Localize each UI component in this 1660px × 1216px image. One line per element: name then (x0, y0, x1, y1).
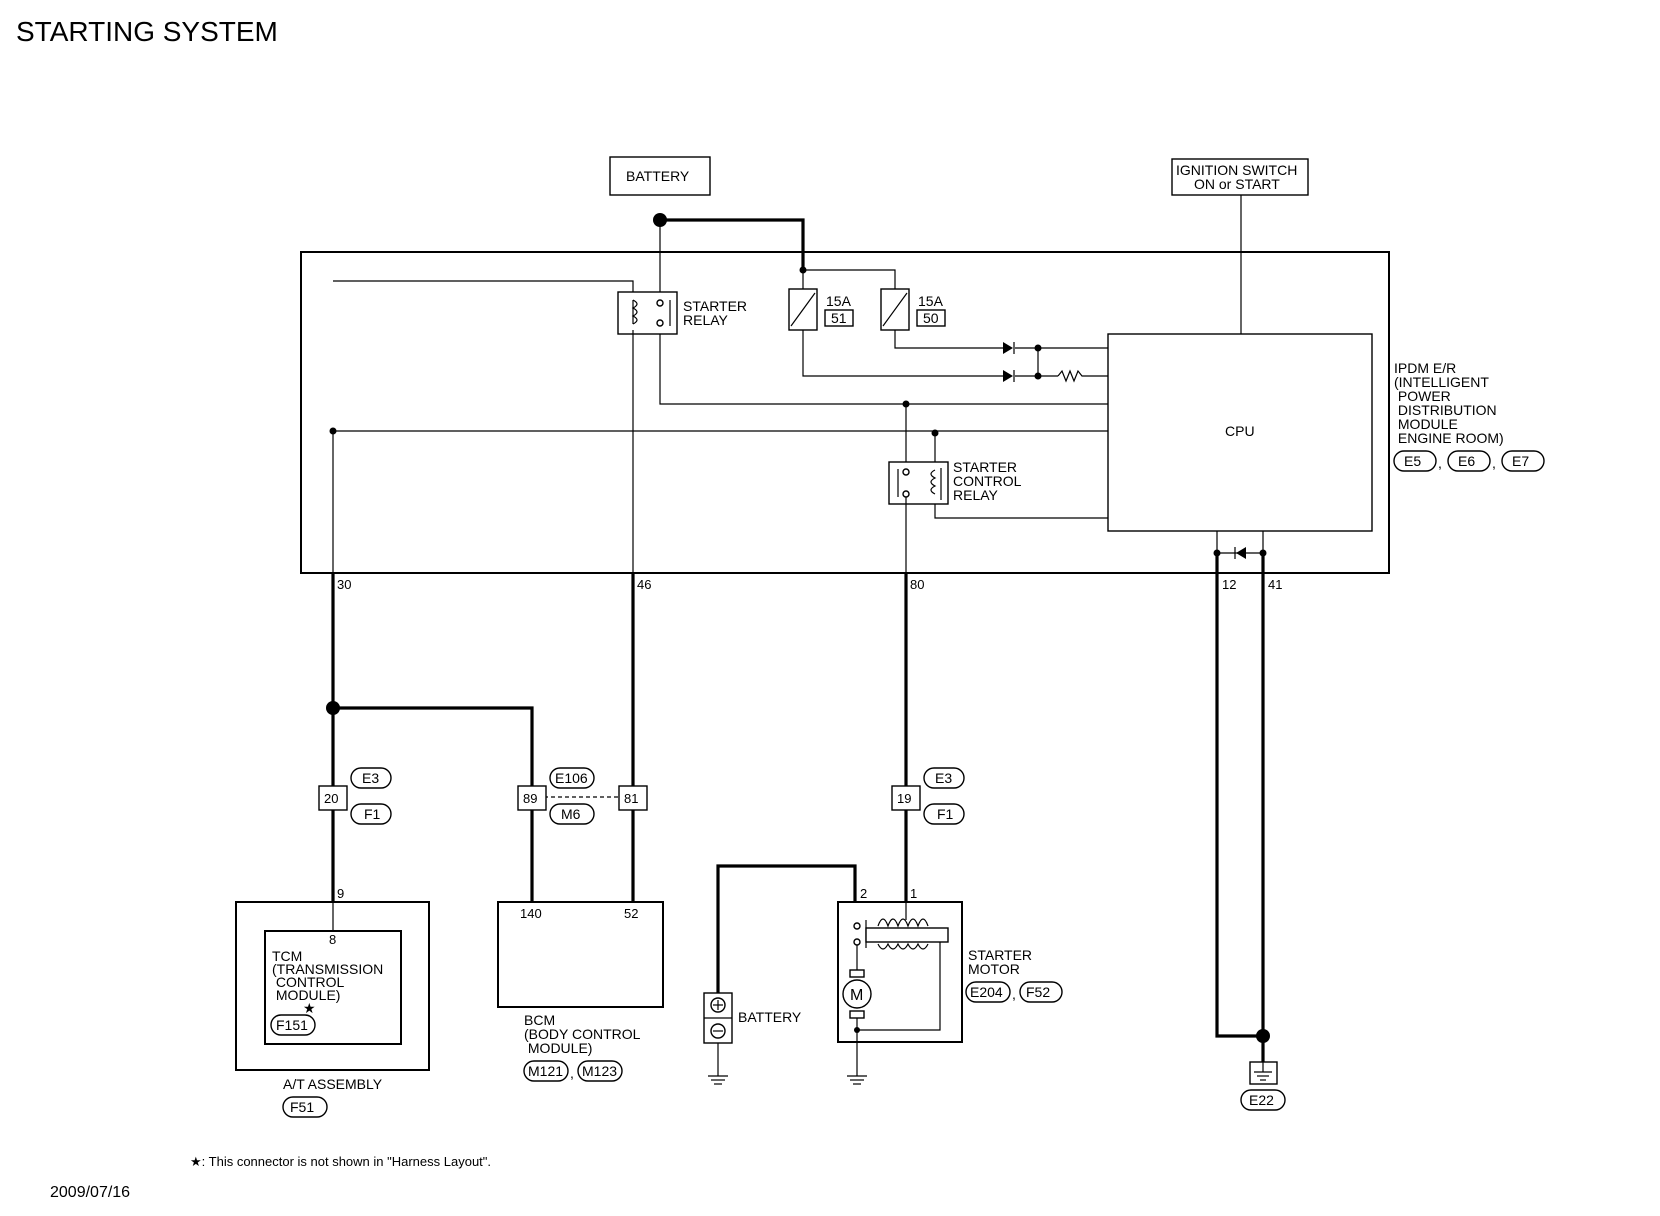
bcm-label: MODULE) (524, 1040, 592, 1056)
fuse-rating: 15A (826, 293, 852, 309)
ipdm-label-line: (INTELLIGENT (1394, 374, 1489, 390)
battery-top-box: BATTERY (609, 156, 711, 196)
starter-motor-label: MOTOR (968, 961, 1020, 977)
starter-relay-label: RELAY (683, 312, 729, 328)
footnote: ★: This connector is not shown in "Harne… (190, 1154, 491, 1169)
starter-control-relay-label: CONTROL (953, 473, 1022, 489)
ipdm-pin-label: 80 (910, 577, 924, 592)
cpu-box: CPU (1107, 333, 1373, 532)
diode-symbol (1003, 342, 1015, 354)
connector-label: M123 (582, 1063, 617, 1079)
connector-label: E3 (362, 770, 379, 786)
connector-label: F51 (290, 1099, 314, 1115)
connector-label: M121 (528, 1063, 563, 1079)
connector-label: E5 (1404, 453, 1421, 469)
connector-label: F52 (1026, 984, 1050, 1000)
diode-symbol (1003, 370, 1015, 382)
connector-label: M6 (561, 806, 581, 822)
bcm-label: (BODY CONTROL (524, 1026, 641, 1042)
connector-label: E3 (935, 770, 952, 786)
connector-label: F151 (276, 1017, 308, 1033)
bcm: 140 52 BCM (BODY CONTROL MODULE) M121 , … (497, 901, 664, 1082)
fuse-number: 51 (831, 310, 847, 326)
connector-label: E204 (970, 984, 1003, 1000)
ipdm-label-line: MODULE (1394, 416, 1458, 432)
battery-bottom: BATTERY (703, 992, 802, 1085)
starter-control-relay-label: RELAY (953, 487, 999, 503)
connector-label: E106 (555, 770, 588, 786)
fuse-50: 15A 50 (880, 288, 946, 331)
fuse-51: 15A 51 (788, 288, 854, 331)
ignition-switch-box: IGNITION SWITCH ON or START (1171, 158, 1309, 196)
battery-bottom-label: BATTERY (738, 1009, 802, 1025)
connector-e3-f1-left: 20 E3 F1 (318, 767, 392, 825)
ipdm-internal-wiring (333, 195, 1264, 554)
ipdm-label: IPDM E/R (INTELLIGENT POWER DISTRIBUTION… (1394, 360, 1504, 446)
fuse-rating: 15A (918, 293, 944, 309)
connector-e106-m6: 89 81 E106 M6 (517, 767, 648, 825)
starter-control-relay: STARTER CONTROL RELAY (888, 459, 1022, 505)
tcm-label: CONTROL (272, 974, 345, 990)
connector-label: E7 (1512, 453, 1529, 469)
junction-dots (326, 213, 1270, 1043)
harness-wiring (331, 330, 1265, 1062)
starter-relay: STARTER RELAY (617, 291, 747, 335)
ipdm-pin-label: 12 (1222, 577, 1236, 592)
star-icon: ★ (303, 1000, 316, 1016)
ipdm-label-line: POWER (1394, 388, 1451, 404)
tcm-label: TCM (272, 948, 302, 964)
bcm-label: BCM (524, 1012, 555, 1028)
ipdm-pin-label: 30 (337, 577, 351, 592)
ipdm-connectors: E5 , E6 , E7 (1393, 450, 1545, 472)
connector-pin: 19 (897, 791, 911, 806)
starter-pin: 1 (910, 886, 917, 901)
fuse-number: 50 (923, 310, 939, 326)
ground-e22: E22 (1240, 1061, 1286, 1111)
at-assembly-label: A/T ASSEMBLY (283, 1076, 383, 1092)
starter-pin: 2 (860, 886, 867, 901)
connector-label: F1 (937, 806, 954, 822)
tcm-pin: 8 (329, 932, 336, 947)
cpu-label: CPU (1225, 423, 1255, 439)
starter-motor: 2 1 M STARTER MOTOR E204 , F52 (837, 886, 1063, 1085)
ipdm-pin-label: 46 (637, 577, 651, 592)
starter-relay-label: STARTER (683, 298, 747, 314)
at-outer-pin: 9 (337, 886, 344, 901)
ipdm-pin-label: 41 (1268, 577, 1282, 592)
ipdm-module-box (300, 251, 1390, 574)
ipdm-label-line: DISTRIBUTION (1394, 402, 1497, 418)
page-title: STARTING SYSTEM (16, 16, 278, 47)
bcm-pin: 52 (624, 906, 638, 921)
battery-top-label: BATTERY (626, 168, 690, 184)
connector-e3-f1-right: 19 E3 F1 (891, 767, 965, 825)
connector-pin: 89 (523, 791, 537, 806)
connector-pin: 20 (324, 791, 338, 806)
ignition-switch-line1: IGNITION SWITCH (1176, 162, 1297, 178)
separator: , (570, 1065, 574, 1081)
date-stamp: 2009/07/16 (50, 1184, 130, 1201)
at-assembly: 9 8 TCM (TRANSMISSION CONTROL MODULE) ★ … (235, 886, 430, 1118)
tcm-label: (TRANSMISSION (272, 961, 383, 977)
separator: , (1492, 455, 1496, 471)
ipdm-label-line: ENGINE ROOM) (1394, 430, 1504, 446)
tcm-label: MODULE) (272, 987, 340, 1003)
diode-symbol (1234, 547, 1246, 559)
ignition-switch-line2: ON or START (1194, 176, 1280, 192)
motor-symbol-icon: M (850, 987, 863, 1004)
separator: , (1012, 986, 1016, 1002)
connector-label: E6 (1458, 453, 1475, 469)
starter-control-relay-label: STARTER (953, 459, 1017, 475)
connector-pin: 81 (624, 791, 638, 806)
connector-label: F1 (364, 806, 381, 822)
separator: , (1438, 455, 1442, 471)
connector-label: E22 (1249, 1092, 1274, 1108)
bcm-pin: 140 (520, 906, 542, 921)
starter-motor-label: STARTER (968, 947, 1032, 963)
ipdm-label-line: IPDM E/R (1394, 360, 1456, 376)
